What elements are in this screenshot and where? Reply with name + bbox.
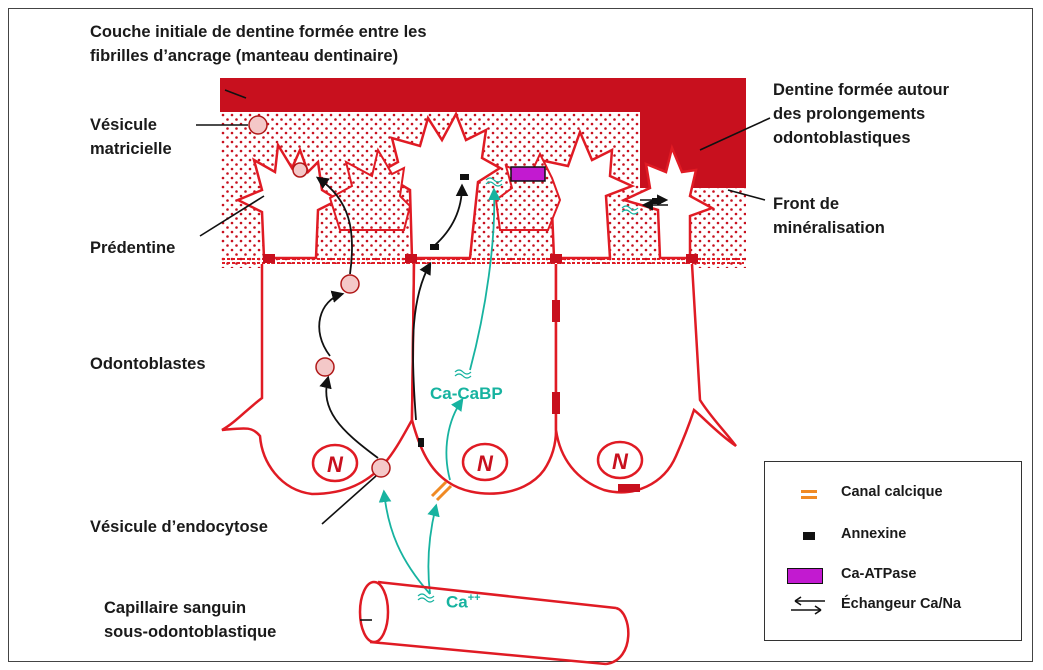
legend: Canal calcique Annexine Ca-ATPase Échang… — [764, 461, 1022, 641]
double-arrow-icon — [789, 594, 827, 622]
ca-atpase — [511, 167, 545, 181]
junction-marker — [550, 254, 562, 263]
label-vesicule-endocytose: Vésicule d’endocytose — [90, 515, 268, 539]
calcium-channel — [432, 482, 451, 500]
legend-label: Canal calcique — [841, 484, 943, 500]
label-ca-cabp: Ca-CaBP — [430, 382, 503, 406]
legend-item-annexine: Annexine — [765, 524, 1021, 552]
orange-double-bar-icon — [795, 482, 825, 510]
calcium-arrow — [384, 492, 430, 594]
label-odontoblastes: Odontoblastes — [90, 352, 206, 376]
calcium-arrow — [428, 506, 436, 594]
membrane-marker — [618, 484, 640, 492]
black-rect-icon — [795, 524, 825, 552]
nucleus-label-3: N — [612, 449, 629, 474]
legend-label: Échangeur Ca/Na — [841, 596, 961, 612]
nucleus-label-1: N — [327, 452, 344, 477]
legend-item-ca-atpase: Ca-ATPase — [765, 564, 1021, 592]
nucleus-label-2: N — [477, 451, 494, 476]
junction-marker — [405, 254, 417, 263]
label-ca-ion: Ca++ — [446, 586, 481, 615]
label-predentine: Prédentine — [90, 236, 175, 260]
junction-marker — [686, 254, 698, 263]
membrane-marker — [552, 392, 560, 414]
legend-label: Annexine — [841, 526, 906, 542]
label-front-mineralisation: Front de minéralisation — [773, 192, 885, 240]
legend-label: Ca-ATPase — [841, 566, 916, 582]
membrane-marker — [552, 300, 560, 322]
capillary — [360, 582, 628, 664]
junction-marker — [263, 254, 275, 263]
label-capillaire: Capillaire sanguin sous-odontoblastique — [104, 596, 276, 644]
label-couche-initiale: Couche initiale de dentine formée entre … — [90, 20, 427, 68]
legend-item-echangeur: Échangeur Ca/Na — [765, 594, 1021, 622]
label-dentine-autour: Dentine formée autour des prolongements … — [773, 78, 949, 150]
magenta-rect-icon — [787, 564, 817, 592]
legend-item-canal-calcique: Canal calcique — [765, 482, 1021, 510]
label-vesicule-matricielle: Vésicule matricielle — [90, 113, 172, 161]
odontoblast-cell-3 — [556, 264, 736, 492]
